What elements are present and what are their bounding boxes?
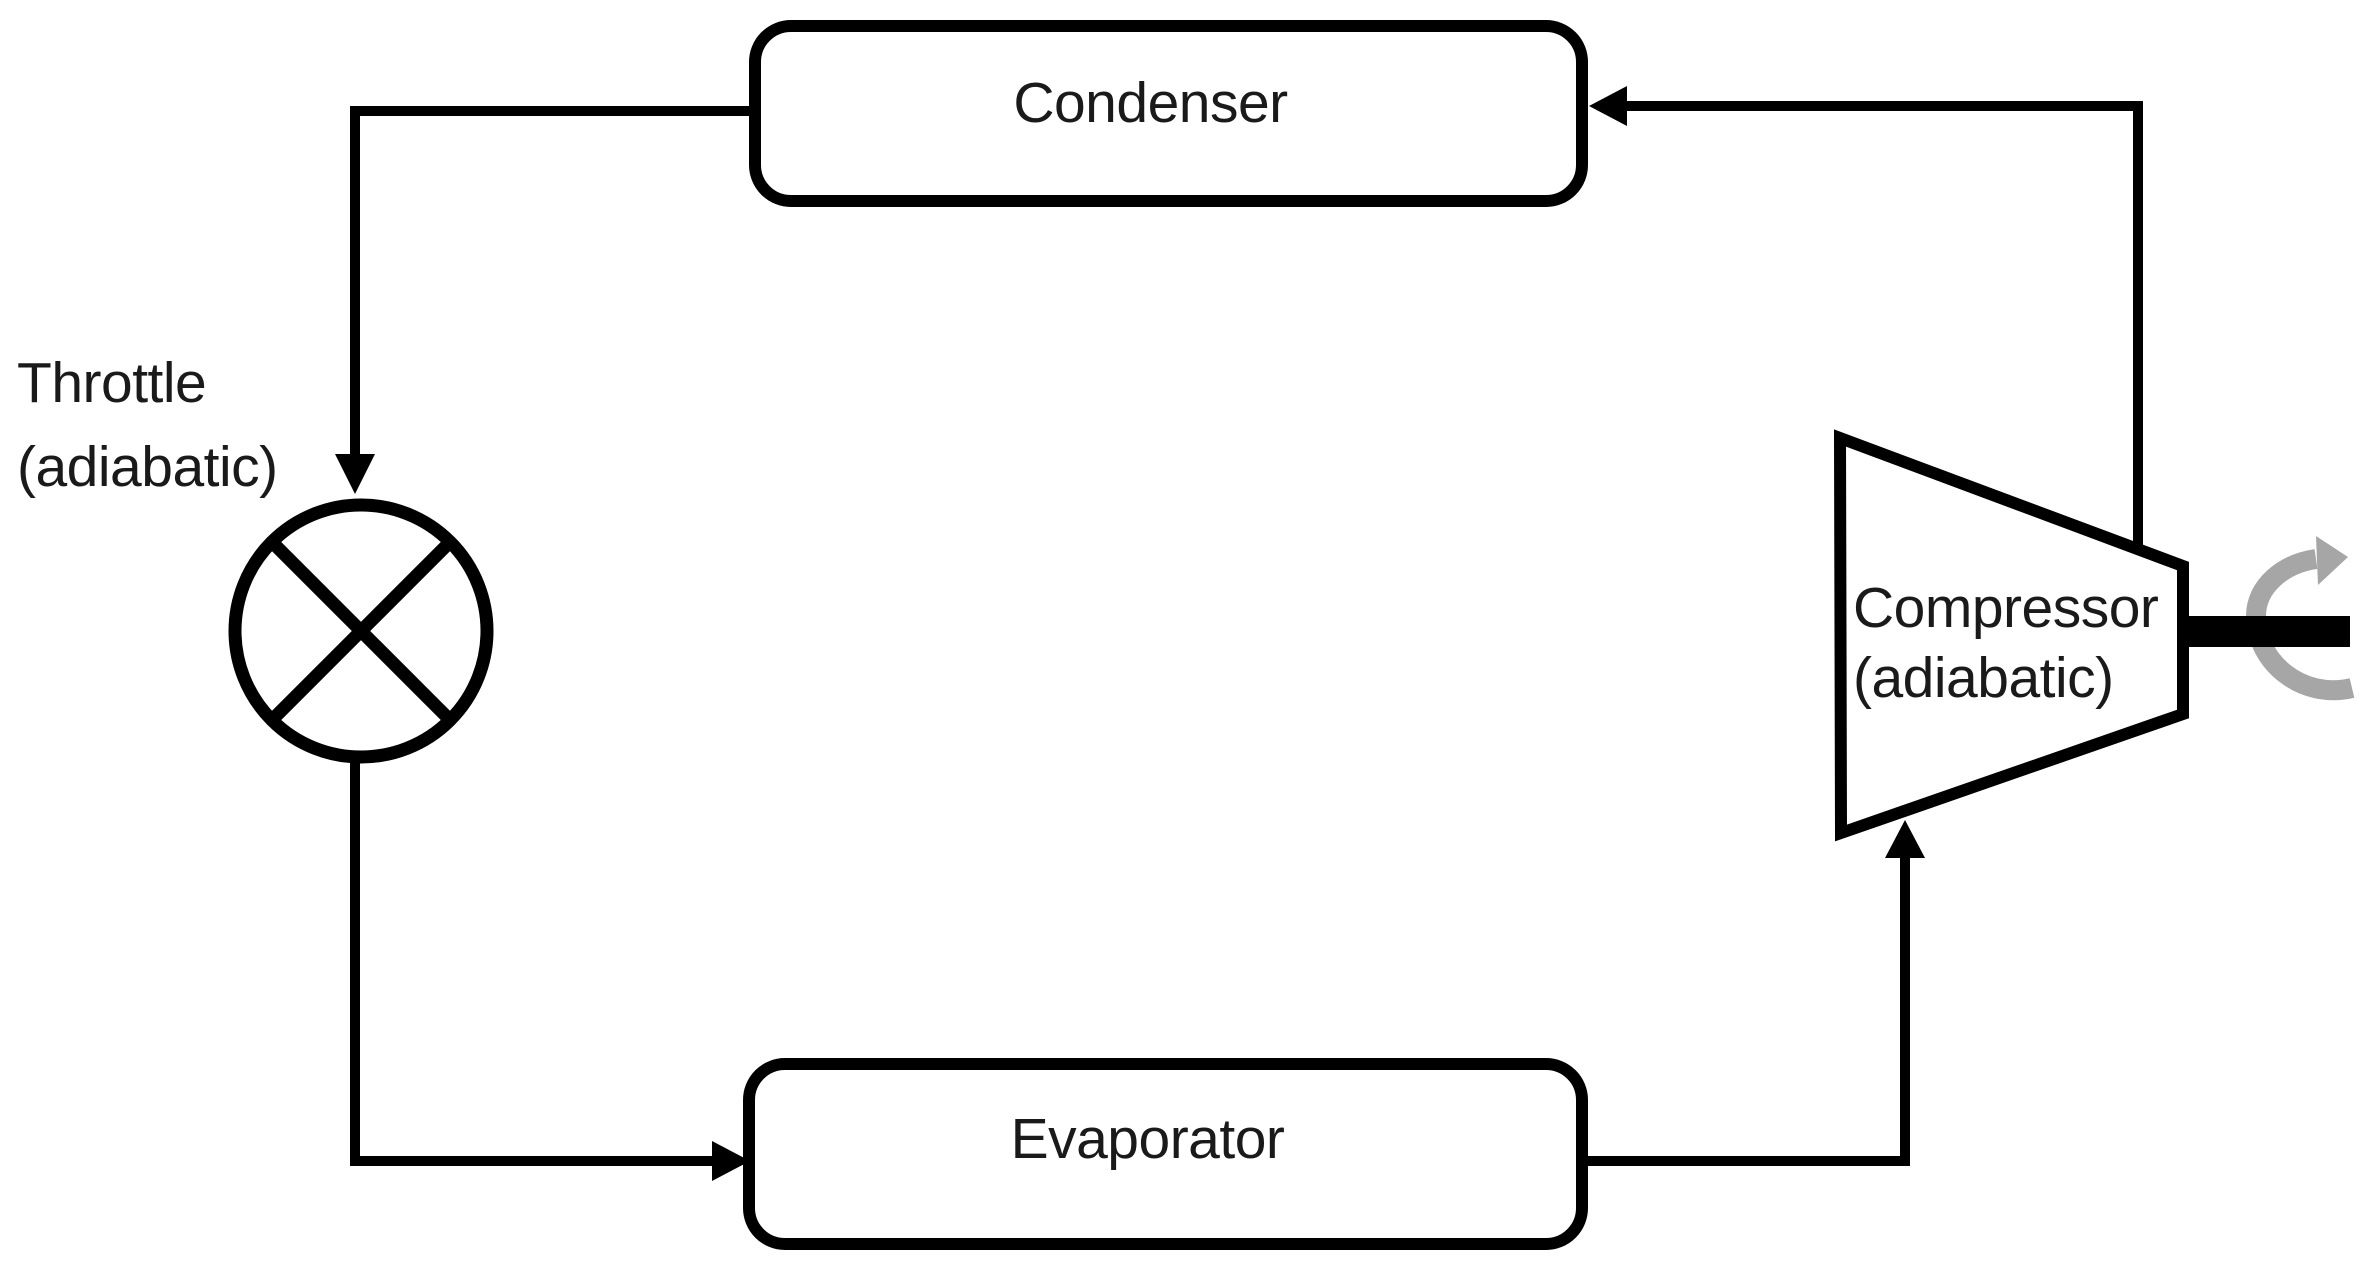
pipe-compressor-to-condenser <box>1625 101 2143 546</box>
arrowhead-into-condenser <box>1589 86 1627 126</box>
throttle-valve-cross-line-2 <box>267 537 455 725</box>
rotation-arrow-head <box>2316 536 2348 585</box>
arrowhead-into-compressor <box>1885 820 1925 858</box>
arrowhead-into-evaporator <box>712 1141 750 1181</box>
condenser-box <box>749 20 1588 207</box>
throttle-valve-icon <box>228 498 494 764</box>
throttle-label-line1: Throttle <box>17 351 207 415</box>
throttle-label-line2: (adiabatic) <box>17 435 278 499</box>
compressor-trapezoid <box>1833 429 2189 842</box>
compressor-label: Compressor (adiabatic) <box>1853 573 2159 713</box>
pipe-evaporator-to-compressor <box>1578 856 1910 1166</box>
arrowhead-into-throttle <box>335 454 375 494</box>
evaporator-label-text: Evaporator <box>1010 1107 1285 1171</box>
throttle-label: Throttle (adiabatic) <box>17 341 278 509</box>
compressor-shaft <box>2185 616 2350 647</box>
compressor-label-line2: (adiabatic) <box>1853 646 2114 710</box>
pipe-condenser-to-throttle <box>350 106 758 456</box>
rotation-arrow-icon <box>2245 536 2355 701</box>
evaporator-box <box>743 1058 1588 1250</box>
condenser-label: Condenser <box>755 26 1582 201</box>
compressor-label-line1: Compressor <box>1853 576 2159 640</box>
evaporator-label: Evaporator <box>749 1064 1582 1244</box>
pipe-throttle-to-evaporator <box>350 756 714 1166</box>
condenser-label-text: Condenser <box>1013 70 1288 135</box>
